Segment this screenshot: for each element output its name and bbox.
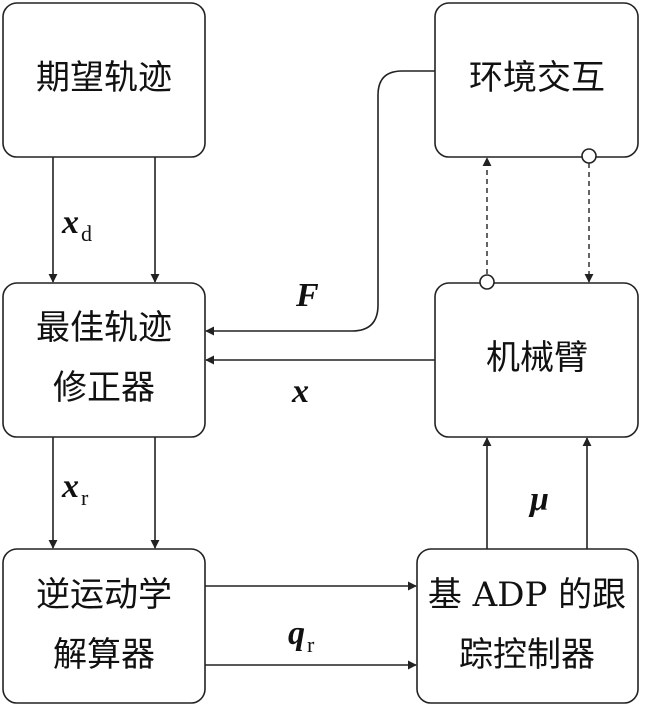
optimal-correction-label-line2: 修正器 xyxy=(53,368,155,408)
force-feedback-arrow xyxy=(205,70,435,336)
desired-trajectory-box xyxy=(2,2,206,158)
optimal-correction-box xyxy=(2,282,206,438)
mu-signal-label: μ xyxy=(528,481,549,518)
adp-controller-label-line1: 基 ADP 的跟 xyxy=(428,575,626,615)
inverse-kinematics-box xyxy=(2,548,206,704)
xr-signal-label: xr xyxy=(61,468,89,510)
inverse-kinematics-label-line2: 解算器 xyxy=(53,635,155,675)
environment-interaction-box xyxy=(434,2,639,158)
manipulator-contact-port xyxy=(479,274,495,290)
desired-trajectory-label: 期望轨迹 xyxy=(36,58,172,98)
position-feedback-label: x xyxy=(291,373,309,410)
optimal-correction-label-line1: 最佳轨迹 xyxy=(36,308,172,348)
environment-interaction-label: 环境交互 xyxy=(469,58,605,98)
xd-signal-label: xd xyxy=(61,204,92,246)
environment-contact-port xyxy=(581,148,597,164)
force-signal-label: F xyxy=(295,277,319,314)
manipulator-label: 机械臂 xyxy=(486,338,588,378)
adp-controller-label-line2: 踪控制器 xyxy=(459,635,595,675)
adp-controller-box xyxy=(416,548,639,704)
qr-signal-label: qr xyxy=(288,615,315,657)
inverse-kinematics-label-line1: 逆运动学 xyxy=(36,575,172,615)
